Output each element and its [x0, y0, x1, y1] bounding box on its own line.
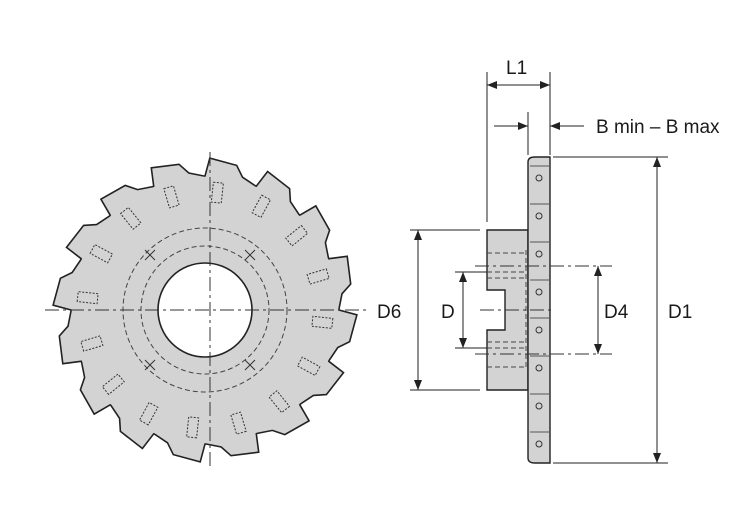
side-view: [475, 156, 612, 464]
insert-screw: [535, 402, 543, 410]
insert-pocket: [251, 194, 272, 219]
insert-pocket: [163, 185, 180, 209]
insert-screw: [535, 250, 543, 258]
dimension-lines: [410, 72, 668, 464]
insert-screw: [535, 212, 543, 220]
front-view: [45, 152, 368, 470]
insert-pocket: [230, 411, 247, 435]
insert-screw: [535, 288, 543, 296]
label-b: B min – B max: [596, 117, 720, 138]
insert-pocket: [296, 356, 321, 377]
insert-screw: [535, 440, 543, 448]
insert-screw: [535, 174, 543, 182]
insert-pocket: [76, 291, 99, 305]
label-d4: D4: [604, 302, 629, 323]
insert-pocket: [311, 315, 334, 329]
label-d1: D1: [668, 302, 692, 323]
insert-pocket: [101, 373, 125, 396]
insert-pocket: [138, 401, 159, 426]
insert-pocket: [89, 243, 114, 264]
label-l1: L1: [506, 58, 527, 79]
insert-pocket: [268, 390, 291, 414]
side-inserts: [530, 165, 550, 448]
label-d: D: [441, 302, 455, 323]
insert-screw: [535, 364, 543, 372]
label-d6: D6: [377, 302, 401, 323]
bolt-marks: [144, 249, 256, 371]
insert-screw: [535, 326, 543, 334]
